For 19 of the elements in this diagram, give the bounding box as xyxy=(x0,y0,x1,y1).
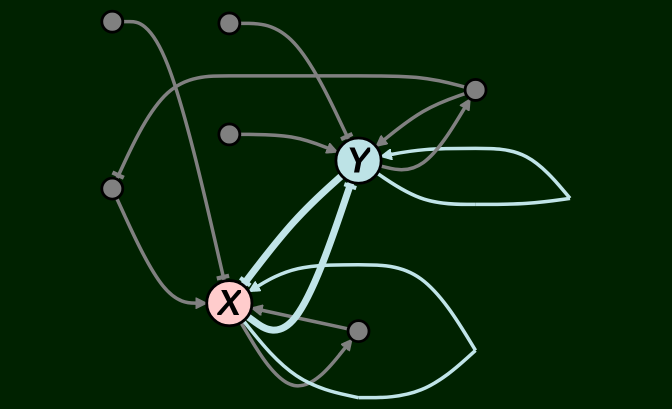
connector xyxy=(122,20,232,282)
arrow xyxy=(380,98,471,172)
node-circle xyxy=(346,319,370,344)
connector xyxy=(110,74,466,180)
connector xyxy=(238,173,344,288)
node-circle: X xyxy=(205,279,254,328)
arrow xyxy=(376,92,466,147)
arrow xyxy=(115,197,208,310)
connector xyxy=(246,180,358,334)
node-circle xyxy=(100,10,124,34)
arrow xyxy=(240,132,338,154)
node-circle: Y xyxy=(334,136,383,185)
node-circle xyxy=(464,78,488,102)
node-circle xyxy=(217,122,242,146)
connector xyxy=(240,22,354,142)
node-circle xyxy=(100,176,124,201)
arrow xyxy=(250,304,349,331)
arrow xyxy=(239,322,352,388)
node-circle xyxy=(217,12,242,36)
